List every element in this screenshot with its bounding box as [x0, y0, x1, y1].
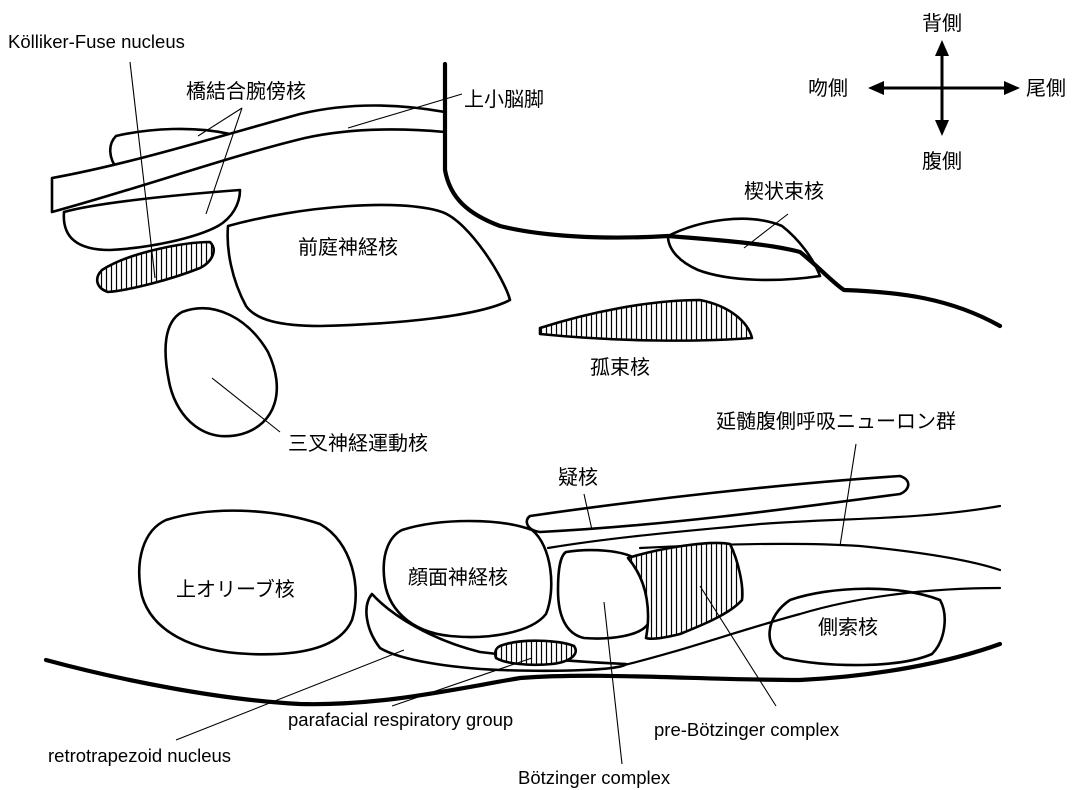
kolliker-fuse-label: Kölliker-Fuse nucleus	[8, 31, 185, 52]
lateral-reticular-label: 側索核	[818, 615, 878, 639]
solitary-label: 孤束核	[590, 355, 650, 379]
superior-olive-label: 上オリーブ核	[176, 577, 295, 601]
trigeminal-motor-label: 三叉神経運動核	[288, 431, 428, 455]
compass-dorsal-arrowhead	[935, 40, 949, 56]
dorsal-label: 背側	[922, 11, 962, 35]
ambiguus-label: 疑核	[558, 465, 598, 489]
facial-label: 顔面神経核	[408, 565, 508, 589]
solitary-nucleus-shape	[540, 300, 752, 341]
vrg-label: 延髄腹側呼吸ニューロン群	[716, 409, 956, 433]
caudal-label: 尾側	[1026, 76, 1066, 100]
vestibular-label: 前庭神経核	[298, 235, 398, 259]
orientation-compass: 背側 腹側 吻側 尾側	[808, 11, 1066, 173]
trigeminal-motor-outline	[166, 308, 277, 436]
parafacial-group-shape	[495, 641, 576, 665]
peduncle-label: 上小脳脚	[464, 87, 544, 111]
parabrachial-label: 橋結合腕傍核	[186, 79, 306, 103]
ventral-label: 腹側	[922, 149, 962, 173]
botzinger-label: Bötzinger complex	[518, 767, 671, 788]
cuneate-label: 楔状束核	[744, 179, 824, 203]
retrotrapezoid-label: retrotrapezoid nucleus	[48, 745, 231, 766]
compass-ventral-arrowhead	[935, 120, 949, 136]
pre-botzinger-label: pre-Bötzinger complex	[654, 719, 840, 740]
parafacial-label: parafacial respiratory group	[288, 709, 513, 730]
rostral-label: 吻側	[808, 76, 848, 100]
vestibular-nucleus-outline	[228, 205, 510, 326]
compass-caudal-arrowhead	[1004, 81, 1020, 95]
compass-rostral-arrowhead	[868, 81, 884, 95]
